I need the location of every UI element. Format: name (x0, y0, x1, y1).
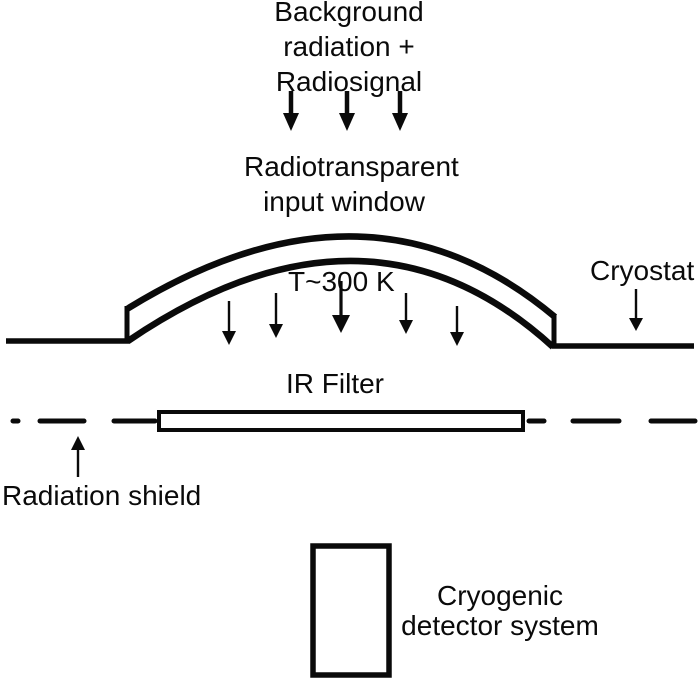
incoming-radiation-arrows (283, 91, 408, 131)
down-arrow-icon (450, 306, 464, 346)
dome-outer-arc (125, 233, 558, 320)
transmitted-radiation-arrows (222, 281, 464, 346)
detector-box (310, 543, 392, 678)
ir-filter-label: IR Filter (286, 368, 384, 399)
down-arrow-icon (332, 281, 350, 333)
cryostat-label: Cryostat (590, 255, 695, 286)
radiation-shield-pointer-arrow (71, 436, 85, 477)
ir-filter-box (157, 410, 525, 432)
down-arrow-icon (283, 91, 299, 131)
down-arrow-icon (399, 293, 413, 334)
down-arrow-icon (339, 91, 355, 131)
detector-label: Cryogenic detector system (401, 580, 599, 641)
cryostat-wall (6, 233, 694, 350)
down-arrow-icon (269, 293, 283, 338)
temperature-label: T~300 K (288, 266, 395, 297)
down-arrow-icon (222, 301, 236, 345)
dome-inner-arc (126, 257, 556, 350)
incoming-radiation-label: Background radiation + Radiosignal (274, 0, 424, 97)
down-arrow-icon (392, 91, 408, 131)
input-window-label: Radiotransparent input window (244, 151, 459, 217)
radiation-shield-label: Radiation shield (2, 480, 202, 511)
cryostat-pointer-arrow (629, 289, 643, 331)
